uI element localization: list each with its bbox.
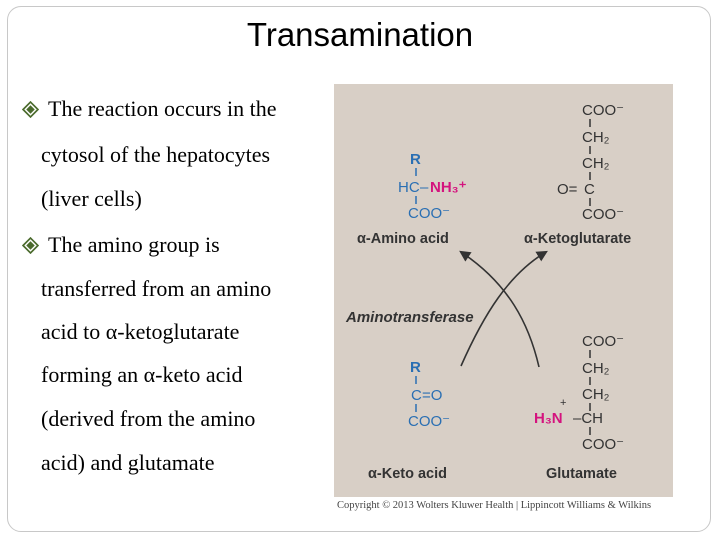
keto-acid-c: C xyxy=(411,387,422,404)
slide-title: Transamination xyxy=(246,16,474,53)
label-glutamate: Glutamate xyxy=(546,466,617,482)
bullet-1-line-3: (liver cells) xyxy=(41,186,142,211)
diamond-bullet-icon xyxy=(22,237,39,254)
alpha-amino-acid-structure: R HC – NH₃⁺ COO⁻ α-Amino acid xyxy=(357,151,467,247)
bullet-2-line-4: forming an α-keto acid xyxy=(41,362,243,387)
bullet-2-line-1: The amino group is xyxy=(48,232,220,257)
glu-dash-ch: –CH xyxy=(573,410,603,427)
glu-plus: + xyxy=(560,397,566,409)
bullet-2-line-5: (derived from the amino xyxy=(41,406,256,431)
akg-coo-bottom: COO⁻ xyxy=(582,206,624,223)
exchange-arrows xyxy=(459,250,548,368)
keto-acid-eqo: =O xyxy=(422,387,442,404)
bullet-2-line-2: transferred from an amino xyxy=(41,276,272,301)
amino-group-nh3: NH₃⁺ xyxy=(430,179,467,196)
label-alpha-ketoglutarate: α-Ketoglutarate xyxy=(524,231,631,247)
glu-coo-top: COO⁻ xyxy=(582,333,624,350)
amino-acid-hc: HC xyxy=(398,179,420,196)
bullet-1-line-1: The reaction occurs in the xyxy=(48,96,277,121)
enzyme-label: Aminotransferase xyxy=(345,309,474,326)
bullet-2-line-6: acid) and glutamate xyxy=(41,450,215,475)
keto-acid-r: R xyxy=(410,359,421,376)
akg-c: C xyxy=(584,181,595,198)
bullet-2-line-3: acid to α-ketoglutarate xyxy=(41,319,240,344)
glu-coo-bottom: COO⁻ xyxy=(582,436,624,453)
label-alpha-amino-acid: α-Amino acid xyxy=(357,231,449,247)
akg-oeq: O= xyxy=(557,181,578,198)
arrow-to-amino-acid xyxy=(459,250,540,368)
reaction-scheme: R HC – NH₃⁺ COO⁻ α-Amino acid COO⁻ CH₂ C… xyxy=(345,102,631,482)
transamination-diagram: R HC – NH₃⁺ COO⁻ α-Amino acid COO⁻ CH₂ C… xyxy=(334,84,673,497)
arrow-to-ketoglutarate xyxy=(460,250,548,367)
bullet-1-line-2: cytosol of the hepatocytes xyxy=(41,142,271,167)
amino-acid-coo: COO⁻ xyxy=(408,205,450,222)
copyright-notice: Copyright © 2013 Wolters Kluwer Health |… xyxy=(337,500,652,511)
diamond-bullet-icon xyxy=(22,101,39,118)
keto-acid-coo: COO⁻ xyxy=(408,413,450,430)
label-alpha-keto-acid: α-Keto acid xyxy=(368,466,447,482)
slide-frame xyxy=(7,6,711,532)
glu-ch2-b: CH₂ xyxy=(582,386,610,403)
alpha-ketoglutarate-structure: COO⁻ CH₂ CH₂ O= C COO⁻ α-Ketoglutarate xyxy=(524,102,631,247)
akg-ch2-a: CH₂ xyxy=(582,129,610,146)
akg-coo-top: COO⁻ xyxy=(582,102,624,119)
amino-acid-r: R xyxy=(410,151,421,168)
glu-ch2-a: CH₂ xyxy=(582,360,610,377)
amino-acid-dash: – xyxy=(420,179,429,196)
alpha-keto-acid-structure: R C =O COO⁻ α-Keto acid xyxy=(368,359,450,482)
glutamate-structure: COO⁻ CH₂ CH₂ + H₃N –CH COO⁻ Glutamate xyxy=(534,333,624,482)
glu-h3n: H₃N xyxy=(534,410,563,427)
akg-ch2-b: CH₂ xyxy=(582,155,610,172)
